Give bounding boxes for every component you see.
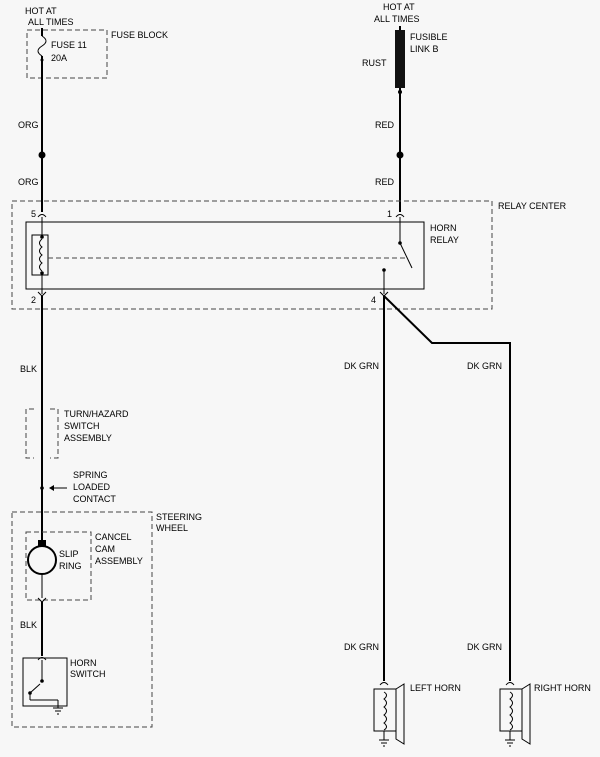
- slip-ring-icon: [27, 545, 57, 575]
- steering-wheel-label-line1: STEERING: [156, 512, 202, 522]
- org-bottom-label: ORG: [18, 177, 39, 187]
- relay-center-label: RELAY CENTER: [498, 201, 567, 211]
- pin-5-connector: [37, 214, 47, 218]
- dkgrn-right-upper-label: DK GRN: [467, 361, 502, 371]
- coil-dot-top: [40, 235, 44, 239]
- fusible-link-label-line2: LINK B: [410, 44, 439, 54]
- org-splice-dot: [38, 151, 46, 159]
- spring-contact-label-line2: LOADED: [73, 482, 111, 492]
- cancel-cam-label-line2: CAM: [95, 544, 115, 554]
- turn-hazard-box: [25, 408, 59, 459]
- blk-upper-label: BLK: [20, 364, 37, 374]
- wire-dkgrn-right: [383, 295, 511, 681]
- left-horn-label: LEFT HORN: [410, 683, 461, 693]
- red-splice-dot: [396, 151, 404, 159]
- slip-ring-label-line2: RING: [59, 561, 82, 571]
- spring-contact-dot: [40, 486, 44, 490]
- slip-ring-brush: [38, 540, 46, 547]
- left-horn-icon: [373, 682, 405, 747]
- right-feed-label-line2: ALL TIMES: [374, 14, 420, 24]
- spring-contact-arrowhead: [49, 485, 54, 491]
- right-feed-label-line1: HOT AT: [383, 2, 415, 12]
- dkgrn-right-lower-label: DK GRN: [467, 642, 502, 652]
- pin-5-label: 5: [31, 209, 36, 219]
- cancel-cam-label-line3: ASSEMBLY: [95, 556, 143, 566]
- fuse-name: FUSE 11: [51, 40, 87, 50]
- relay-switch-icon: [399, 242, 413, 269]
- red-bottom-label: RED: [375, 177, 395, 187]
- coil-frame: [31, 234, 49, 276]
- left-feed-label-line2: ALL TIMES: [28, 17, 74, 27]
- spring-contact-label-line1: SPRING: [73, 470, 108, 480]
- horn-switch-box: [22, 657, 68, 707]
- turn-hazard-label-line2: SWITCH: [64, 421, 100, 431]
- spring-contact-label-line3: CONTACT: [73, 494, 116, 504]
- horn-relay-label-line1: HORN: [430, 223, 457, 233]
- fuse-rating: 20A: [51, 53, 67, 63]
- left-feed-label-line1: HOT AT: [25, 6, 57, 16]
- cancel-cam-box: [25, 531, 92, 601]
- relay-coil-icon: [39, 238, 43, 272]
- horn-switch-label-line2: SWITCH: [70, 669, 106, 679]
- horn-relay-label-line2: RELAY: [430, 235, 459, 245]
- horn-switch-ground-icon: [53, 707, 63, 715]
- steering-wheel-box: [11, 511, 153, 728]
- right-horn-icon: [499, 682, 531, 747]
- rust-wire-label: RUST: [362, 58, 387, 68]
- pin-1-connector: [395, 214, 405, 218]
- right-horn-label: RIGHT HORN: [534, 683, 591, 693]
- turn-hazard-label-line1: TURN/HAZARD: [64, 409, 129, 419]
- fuse-block-label: FUSE BLOCK: [111, 30, 168, 40]
- pin-2-label: 2: [31, 295, 36, 305]
- steering-wheel-label-line2: WHEEL: [156, 523, 188, 533]
- cancel-cam-label-line1: CANCEL: [95, 532, 132, 542]
- link-end-dot: [398, 90, 402, 94]
- pin-1-label: 1: [387, 209, 392, 219]
- fusible-link-label-line1: FUSIBLE: [410, 32, 448, 42]
- horn-switch-label-line1: HORN: [70, 658, 97, 668]
- fusible-link-symbol: [395, 30, 405, 88]
- dkgrn-left-lower-label: DK GRN: [344, 642, 379, 652]
- horn-switch-dot-top: [40, 679, 44, 683]
- fuse-block-box: [26, 29, 108, 79]
- fuse-symbol: [37, 35, 47, 57]
- turn-hazard-label-line3: ASSEMBLY: [64, 433, 112, 443]
- horn-relay-box: [25, 221, 425, 290]
- blk-lower-label: BLK: [20, 620, 37, 630]
- red-top-label: RED: [375, 120, 395, 130]
- coil-dot-bottom: [40, 271, 44, 275]
- fuse-end-dot: [40, 58, 44, 62]
- pin-4-label: 4: [371, 295, 376, 305]
- org-top-label: ORG: [18, 120, 39, 130]
- horn-switch-blade-icon: [29, 683, 41, 694]
- dkgrn-left-upper-label: DK GRN: [344, 361, 379, 371]
- slip-ring-label-line1: SLIP: [59, 549, 79, 559]
- relay-center-box: [11, 200, 493, 310]
